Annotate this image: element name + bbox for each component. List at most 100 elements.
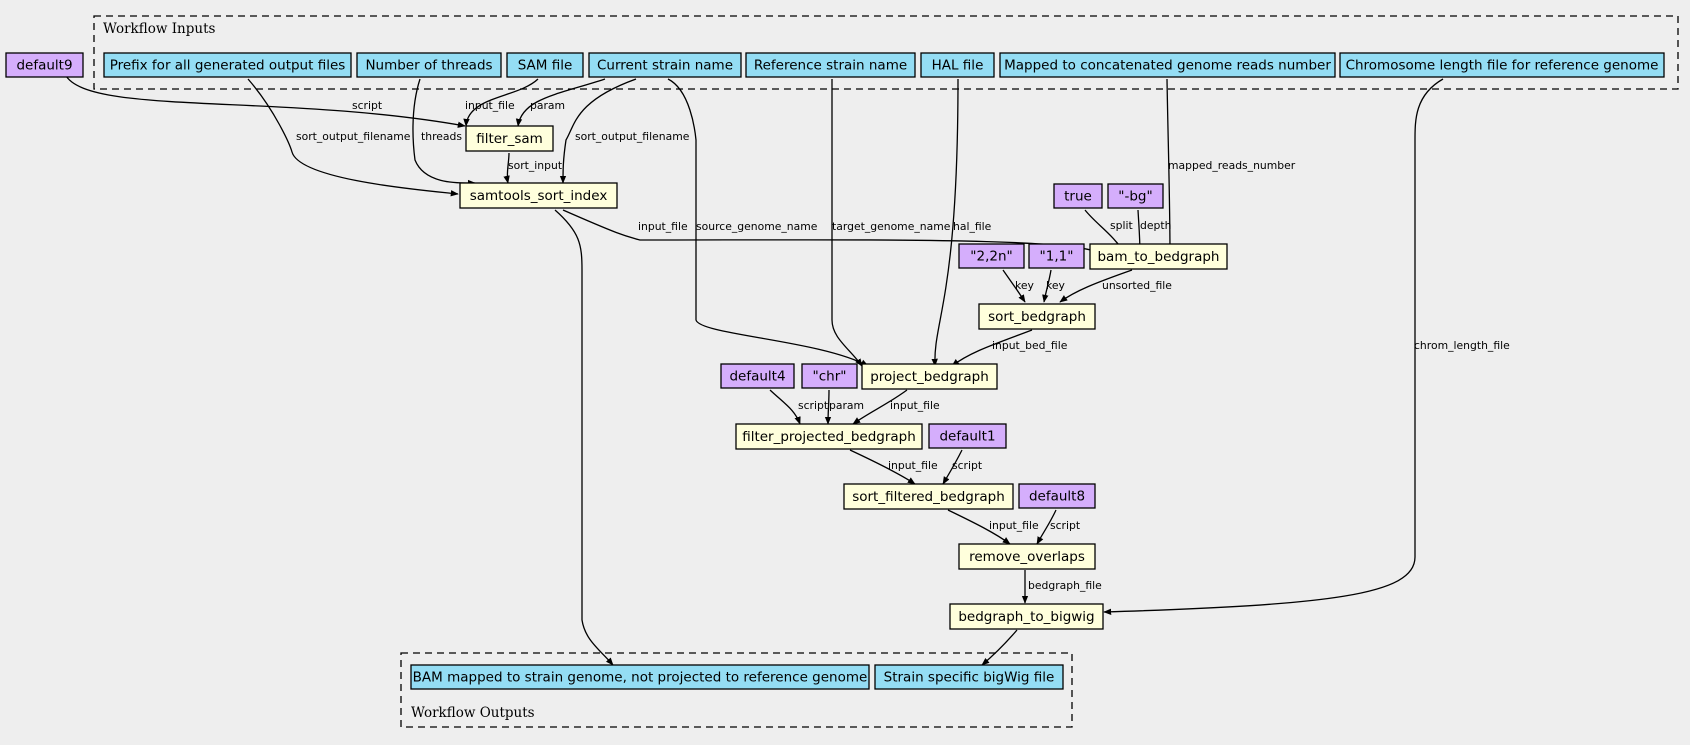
edge-label-param: param <box>530 99 565 112</box>
edge-project-filter-projected <box>852 389 908 425</box>
svg-text:default1: default1 <box>939 429 995 445</box>
edge-filter-projected-sort-filtered <box>849 449 916 485</box>
edge-hal-project <box>931 78 959 367</box>
node-default1[interactable]: default1 <box>928 423 1007 449</box>
svg-text:Strain specific bigWig file: Strain specific bigWig file <box>884 670 1055 686</box>
edge-label-source-genome-name: source_genome_name <box>696 220 818 233</box>
edge-strain-sort <box>559 78 637 184</box>
svg-text:BAM mapped to strain genome, n: BAM mapped to strain genome, not project… <box>413 670 868 686</box>
svg-text:Current strain name: Current strain name <box>597 58 733 74</box>
input-mapped-reads-number[interactable]: Mapped to concatenated genome reads numb… <box>999 52 1336 78</box>
edge-label-unsorted-file: unsorted_file <box>1102 279 1172 292</box>
svg-text:"1,1": "1,1" <box>1040 249 1074 265</box>
input-chromosome-length-file[interactable]: Chromosome length file for reference gen… <box>1339 52 1665 78</box>
edge-label-split: split <box>1110 219 1133 232</box>
edge-mapped-bam-to-bedgraph <box>1166 78 1174 257</box>
edge-threads-sort <box>412 78 476 187</box>
edge-label-threads: threads <box>421 130 462 143</box>
edge-chrom-bigwig <box>1103 78 1444 615</box>
step-filter-projected-bedgraph[interactable]: filter_projected_bedgraph <box>735 423 923 450</box>
svg-text:remove_overlaps: remove_overlaps <box>969 549 1085 565</box>
output-strain-bigwig[interactable]: Strain specific bigWig file <box>874 664 1064 690</box>
input-prefix-output-files[interactable]: Prefix for all generated output files <box>103 52 352 78</box>
svg-text:sort_filtered_bedgraph: sort_filtered_bedgraph <box>852 489 1005 505</box>
value-22n[interactable]: "2,2n" <box>958 243 1025 269</box>
svg-text:Chromosome length file for ref: Chromosome length file for reference gen… <box>1346 58 1659 74</box>
step-bedgraph-to-bigwig[interactable]: bedgraph_to_bigwig <box>949 603 1104 630</box>
svg-text:Prefix for all generated outpu: Prefix for all generated output files <box>110 58 346 74</box>
edge-label-input-file: input_file <box>465 99 515 112</box>
edge-sam-filter-sam <box>463 78 539 127</box>
step-sort-filtered-bedgraph[interactable]: sort_filtered_bedgraph <box>843 483 1014 510</box>
value-true[interactable]: true <box>1053 183 1103 209</box>
step-bam-to-bedgraph[interactable]: bam_to_bedgraph <box>1089 243 1228 270</box>
edge-ref-project <box>831 78 863 367</box>
value-bg[interactable]: "-bg" <box>1107 183 1164 209</box>
edge-label-key-11: key <box>1046 279 1066 292</box>
input-reference-strain-name[interactable]: Reference strain name <box>745 52 916 78</box>
svg-text:default4: default4 <box>729 369 785 385</box>
value-chr[interactable]: "chr" <box>801 363 858 389</box>
edge-bigwig-out-bigwig <box>981 629 1018 666</box>
svg-text:bedgraph_to_bigwig: bedgraph_to_bigwig <box>958 609 1094 625</box>
svg-text:filter_sam: filter_sam <box>476 131 543 147</box>
edges: script input_file param sort_output_file… <box>64 73 1510 666</box>
edge-label-input-file-bam: input_file <box>638 220 688 233</box>
step-sort-bedgraph[interactable]: sort_bedgraph <box>978 303 1096 330</box>
edge-label-key-22n: key <box>1015 279 1035 292</box>
edge-label-target-genome-name: target_genome_name <box>832 220 951 233</box>
edge-label-input-file-sortfilt: input_file <box>989 519 1039 532</box>
edge-label-bedgraph-file: bedgraph_file <box>1028 579 1102 592</box>
edge-default9-filter-sam <box>64 73 466 128</box>
input-hal-file[interactable]: HAL file <box>920 52 995 78</box>
edge-label-script-default4: script <box>798 399 828 412</box>
edge-prefix-sort <box>247 78 459 197</box>
workflow-outputs-cluster: Workflow Outputs <box>400 652 1073 728</box>
edge-label-mapped-reads-number: mapped_reads_number <box>1168 159 1296 172</box>
edge-chr-filter-projected <box>824 389 832 425</box>
svg-text:"2,2n": "2,2n" <box>970 249 1012 265</box>
svg-text:default9: default9 <box>16 58 72 74</box>
svg-text:HAL file: HAL file <box>932 58 984 74</box>
edge-label-sort-output-filename-prefix: sort_output_filename <box>296 130 411 143</box>
svg-text:project_bedgraph: project_bedgraph <box>870 369 989 385</box>
edge-strain-project <box>667 78 869 367</box>
edge-label-input-bed-file: input_bed_file <box>992 339 1068 352</box>
edge-label-sort-input: sort_input <box>508 159 562 172</box>
edge-default1-sort-filtered <box>942 449 963 485</box>
edge-label-input-file-project: input_file <box>890 399 940 412</box>
svg-text:Reference strain name: Reference strain name <box>754 58 907 74</box>
edge-default4-filter-projected <box>769 389 801 425</box>
step-samtools-sort-index[interactable]: samtools_sort_index <box>459 182 618 209</box>
edge-sort-filtered-remove-overlaps <box>947 509 1011 545</box>
input-sam-file[interactable]: SAM file <box>506 52 584 78</box>
edge-bam-to-bedgraph-sort-bedgraph <box>1059 269 1133 303</box>
value-11[interactable]: "1,1" <box>1028 243 1085 269</box>
svg-text:Mapped to concatenated genome: Mapped to concatenated genome reads numb… <box>1004 58 1331 74</box>
svg-text:default8: default8 <box>1029 489 1085 505</box>
edge-11-sort-bedgraph <box>1042 269 1052 303</box>
svg-text:SAM file: SAM file <box>518 58 573 74</box>
svg-text:filter_projected_bedgraph: filter_projected_bedgraph <box>742 429 916 445</box>
edge-strain-filter-sam <box>515 78 606 127</box>
edge-label-depth: depth <box>1140 219 1171 232</box>
edge-sort-out-bam <box>554 209 614 666</box>
edge-filter-sam-sort <box>503 152 510 184</box>
edge-label-input-file-filterproj: input_file <box>888 459 938 472</box>
input-number-of-threads[interactable]: Number of threads <box>356 52 502 78</box>
input-current-strain-name[interactable]: Current strain name <box>588 52 742 78</box>
step-project-bedgraph[interactable]: project_bedgraph <box>861 363 998 390</box>
step-remove-overlaps[interactable]: remove_overlaps <box>958 543 1096 570</box>
edge-label-script: script <box>352 99 382 112</box>
svg-text:"-bg": "-bg" <box>1118 189 1152 205</box>
node-default4[interactable]: default4 <box>720 363 795 389</box>
node-default9[interactable]: default9 <box>5 52 84 78</box>
edge-label-script-default8: script <box>1050 519 1080 532</box>
step-filter-sam[interactable]: filter_sam <box>465 125 554 152</box>
svg-text:samtools_sort_index: samtools_sort_index <box>470 188 608 204</box>
edge-label-param-chr: param <box>829 399 864 412</box>
edge-label-hal-file: hal_file <box>953 220 992 233</box>
output-bam-not-projected[interactable]: BAM mapped to strain genome, not project… <box>410 664 870 690</box>
node-default8[interactable]: default8 <box>1018 483 1096 509</box>
